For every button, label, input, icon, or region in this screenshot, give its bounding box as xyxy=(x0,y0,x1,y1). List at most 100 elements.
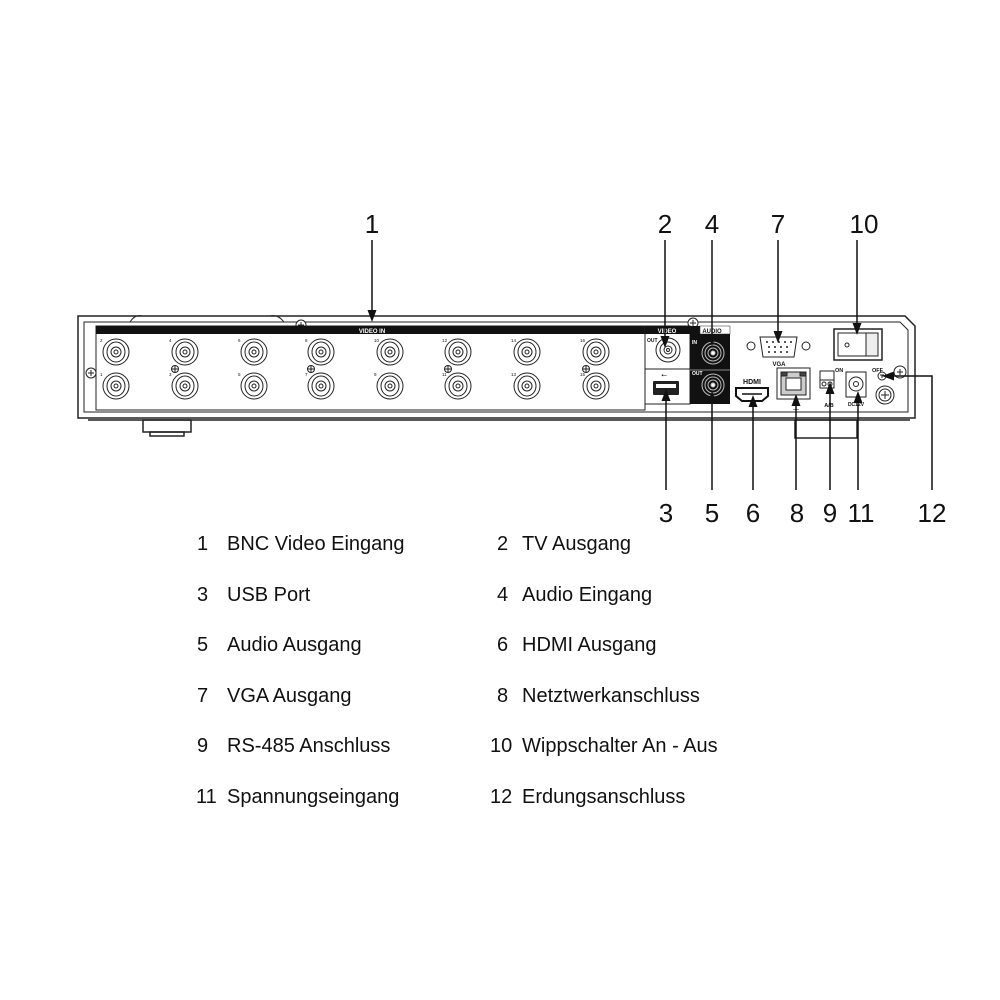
vga-label: VGA xyxy=(772,362,786,368)
channel-number: 7 xyxy=(305,372,308,377)
channel-number: 10 xyxy=(374,338,380,343)
off-label: OFF xyxy=(872,368,884,374)
legend-item: 6 HDMI Ausgang xyxy=(497,634,657,657)
bnc-connector[interactable] xyxy=(102,338,130,366)
callout-number: 6 xyxy=(746,498,760,528)
rs485-port[interactable] xyxy=(819,370,835,389)
dc-label: DC12V xyxy=(848,402,865,408)
bnc-connector[interactable] xyxy=(171,372,199,400)
ground-terminal[interactable] xyxy=(877,371,887,381)
bnc-connector[interactable] xyxy=(376,372,404,400)
legend-label: TV Ausgang xyxy=(522,533,631,555)
on-label: ON xyxy=(835,368,843,374)
legend-item: 12 Erdungsanschluss xyxy=(490,786,685,809)
bnc-connector[interactable] xyxy=(171,338,199,366)
bnc-connector[interactable] xyxy=(307,372,335,400)
hdmi-port[interactable]: HDMI xyxy=(735,379,769,402)
legend-number: 11 xyxy=(196,785,217,808)
screw-icon xyxy=(171,365,179,373)
audio-panel: AUDIO IN OUT xyxy=(690,325,731,404)
video-out-bnc[interactable] xyxy=(655,337,681,363)
callout-number: 5 xyxy=(705,498,719,528)
bnc-connector[interactable] xyxy=(240,338,268,366)
power-input-jack[interactable] xyxy=(845,371,867,398)
callout-number: 11 xyxy=(848,498,875,528)
legend-label: Wippschalter An - Aus xyxy=(522,735,718,757)
legend-item: 10 Wippschalter An - Aus xyxy=(490,735,718,758)
channel-number: 2 xyxy=(100,338,103,343)
channel-number: 12 xyxy=(442,338,448,343)
bnc-connector[interactable] xyxy=(376,338,404,366)
legend-label: Audio Ausgang xyxy=(227,634,362,656)
power-switch[interactable] xyxy=(833,328,883,361)
legend-number: 9 xyxy=(197,735,209,757)
legend-number: 10 xyxy=(490,735,513,757)
audio-in-jack[interactable] xyxy=(701,341,725,365)
audio-out-label: OUT xyxy=(692,371,703,377)
callout-number: 10 xyxy=(850,209,879,239)
bnc-connector[interactable] xyxy=(582,338,610,366)
usb-icon: ⭠ xyxy=(661,372,667,379)
audio-out-jack[interactable] xyxy=(701,373,725,397)
channel-number: 8 xyxy=(305,338,308,343)
legend-label: Audio Eingang xyxy=(522,583,653,606)
legend-label: Netztwerkanschluss xyxy=(522,684,700,707)
vga-port[interactable] xyxy=(746,336,811,358)
channel-number: 13 xyxy=(511,372,517,377)
bnc-connector[interactable] xyxy=(444,372,472,400)
legend-label: Erdungsanschluss xyxy=(522,785,686,808)
channel-number: 15 xyxy=(580,372,586,377)
callout-number: 7 xyxy=(771,209,785,239)
bnc-connector[interactable] xyxy=(307,338,335,366)
legend-item: 4 Audio Eingang xyxy=(497,584,652,607)
channel-number: 11 xyxy=(442,372,447,377)
callout-number: 3 xyxy=(659,498,673,528)
callout-number: 4 xyxy=(705,209,719,239)
audio-in-label: IN xyxy=(692,340,697,346)
legend-label: RS-485 Anschluss xyxy=(227,735,391,757)
screw-icon xyxy=(444,365,452,373)
bnc-connector[interactable] xyxy=(444,338,472,366)
legend-label: USB Port xyxy=(227,583,311,606)
legend-item: 5 Audio Ausgang xyxy=(197,634,362,657)
screw-icon xyxy=(582,365,590,373)
bnc-connector[interactable] xyxy=(513,338,541,366)
callout-number: 8 xyxy=(790,498,804,528)
channel-number: 9 xyxy=(374,372,377,377)
bnc-connector[interactable] xyxy=(582,372,610,400)
bnc-connector[interactable] xyxy=(102,372,130,400)
video-out-label: OUT xyxy=(647,338,658,344)
bnc-connector[interactable] xyxy=(513,372,541,400)
usb-port[interactable]: ⭠ xyxy=(653,372,679,395)
channel-number: 1 xyxy=(100,372,103,377)
channel-number: 3 xyxy=(169,372,172,377)
legend-number: 2 xyxy=(497,533,509,555)
legend-label: BNC Video Eingang xyxy=(227,533,405,555)
legend-number: 4 xyxy=(497,583,509,606)
channel-number: 5 xyxy=(238,372,241,377)
legend-number: 8 xyxy=(497,684,509,707)
legend-number: 5 xyxy=(197,634,209,656)
network-port[interactable] xyxy=(776,367,811,400)
callout-number: 12 xyxy=(918,498,947,528)
video-in-label: VIDEO IN xyxy=(359,329,385,335)
channel-number: 4 xyxy=(169,338,172,343)
channel-number: 6 xyxy=(238,338,241,343)
legend-item: 9 RS-485 Anschluss xyxy=(197,735,390,758)
callout-line-ground xyxy=(882,371,933,490)
channel-number: 16 xyxy=(580,338,586,343)
video-out-panel: VIDEO OUT ⭠ xyxy=(644,325,691,405)
mount-screws xyxy=(85,317,907,405)
legend-label: HDMI Ausgang xyxy=(522,634,657,656)
legend-number: 3 xyxy=(197,583,209,606)
hdmi-logo: HDMI xyxy=(743,379,761,386)
legend-number: 12 xyxy=(490,785,513,808)
legend-number: 6 xyxy=(497,634,509,656)
bnc-connector[interactable] xyxy=(240,372,268,400)
